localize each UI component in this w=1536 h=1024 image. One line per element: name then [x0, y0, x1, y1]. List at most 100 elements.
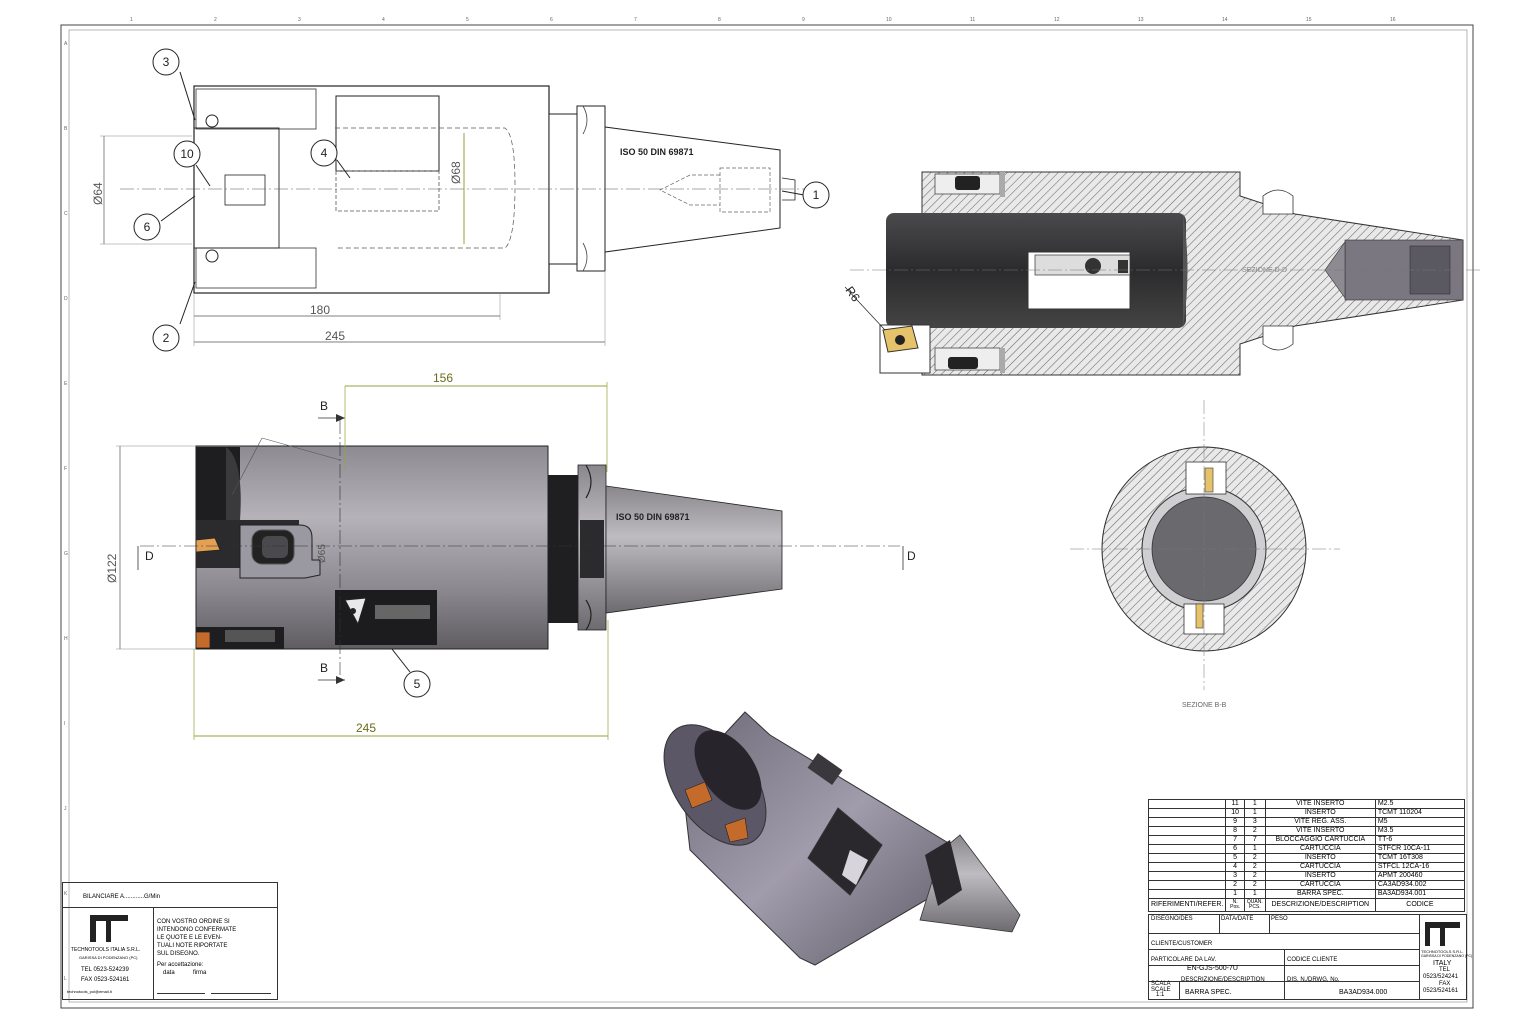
svg-text:Ø68: Ø68 [449, 161, 463, 184]
svg-text:Ø122: Ø122 [105, 553, 119, 583]
bom-blank [1147, 889, 1227, 899]
grid-top-label: 1 [130, 17, 133, 23]
bom-ref: 8 [1225, 826, 1245, 836]
callout-3 [152, 48, 180, 76]
bom-desc: VITE INSERTO [1264, 799, 1376, 809]
tb-country: ITALY [1433, 960, 1452, 967]
bom-blank [1147, 853, 1227, 863]
callout-4 [310, 139, 338, 167]
grid-top-label: 15 [1306, 17, 1312, 23]
bom-code: STFCL 12CA-16 [1374, 862, 1466, 872]
grid-side-label: C [64, 211, 68, 217]
grid-top-label: 9 [802, 17, 805, 23]
tb-dis-no-val: BA3AD934.000 [1339, 989, 1388, 996]
svg-text:B: B [320, 661, 328, 675]
callout-1 [802, 181, 830, 209]
grid-top-label: 11 [970, 17, 975, 23]
bom-code: M5 [1374, 817, 1466, 827]
grid-side-label: F [64, 466, 67, 472]
callout-2 [152, 324, 180, 352]
svg-text:180: 180 [310, 303, 330, 317]
bom-blank [1147, 826, 1227, 836]
tb-data: DATA/DATE [1221, 916, 1254, 922]
bom-ref: 11 [1225, 799, 1245, 809]
tb-descrizione: DESCRIZIONE/DESCRIPTION [1181, 977, 1265, 983]
bom-desc: BARRA SPEC. [1264, 889, 1376, 899]
tb-tel-val: 0523/524241 [1423, 974, 1459, 980]
grid-side-label: K [64, 891, 68, 897]
grid-side-label: H [64, 636, 68, 642]
svg-text:B: B [320, 399, 328, 413]
bom-desc: BLOCCAGGIO CARTUCCIA [1264, 835, 1376, 845]
side-view: ISO 50 DIN 69871 B B D D 156 245 Ø122 Ø6… [105, 371, 916, 740]
bom-blank [1147, 808, 1227, 818]
bom-header-cell: N. Pos. [1225, 898, 1245, 912]
bom-blank [1147, 862, 1227, 872]
acceptance-box: BILANCIARE A............G/Min CON VOSTRO… [62, 882, 278, 1000]
bom-blank [1147, 871, 1227, 881]
tb-scala-val: 1:1 [1156, 992, 1165, 998]
title-block: DISEGNO/DES DATA/DATE PESO CLIENTE/CUSTO… [1148, 914, 1472, 1000]
grid-top-label: 6 [550, 17, 553, 23]
bom-header-cell: CODICE [1374, 898, 1466, 912]
bom-qty: 2 [1243, 826, 1266, 836]
leftbox-company: TECHNOTOOLS ITALIA S.R.L. [71, 947, 141, 953]
bom-blank [1147, 844, 1227, 854]
bom-ref: 7 [1225, 835, 1245, 845]
callout-number: 6 [144, 220, 151, 234]
bom-qty: 7 [1243, 835, 1266, 845]
bom-qty: 2 [1243, 862, 1266, 872]
front-pocket [193, 127, 280, 249]
bom-ref: 9 [1225, 817, 1245, 827]
grid-top-label: 13 [1138, 17, 1144, 23]
svg-text:245: 245 [325, 329, 345, 343]
hidden-bore [335, 127, 516, 249]
tb-fax: FAX [1439, 981, 1451, 987]
isometric-view [663, 711, 1021, 966]
section-dd-view: SEZIONE D-D R6 [843, 171, 1480, 376]
bom-desc: CARTUCCIA [1264, 844, 1376, 854]
tb-peso: PESO [1271, 916, 1288, 922]
callout-6 [133, 213, 161, 241]
grid-top-label: 3 [298, 17, 301, 23]
taper [605, 485, 783, 614]
tb-company: TECHNOTOOLS S.R.L. [1421, 949, 1464, 954]
grid-side-label: E [64, 381, 68, 387]
callout-number: 3 [163, 55, 170, 69]
grid-top-label: 4 [382, 17, 385, 23]
grid-side-label: D [64, 296, 68, 302]
company-logo-right [1425, 922, 1460, 946]
bom-qty: 3 [1243, 817, 1266, 827]
tb-cliente: CLIENTE/CUSTOMER [1151, 941, 1213, 947]
bom-qty: 2 [1243, 853, 1266, 863]
svg-text:156: 156 [433, 371, 453, 385]
bom-desc: INSERTO [1264, 853, 1376, 863]
bom-code: M3.5 [1374, 826, 1466, 836]
tb-particolare: PARTICOLARE DA LAV. [1151, 957, 1217, 963]
grid-side-label: B [64, 126, 68, 132]
callout-number: 1 [813, 188, 820, 202]
bom-qty: 1 [1243, 808, 1266, 818]
grid-side-label: L [64, 976, 67, 982]
bom-ref: 1 [1225, 889, 1245, 899]
grid-side-label: J [64, 806, 67, 812]
bom-desc: INSERTO [1264, 871, 1376, 881]
bom-header-cell: QUAN. PCS. [1243, 898, 1266, 912]
section-dd-label: SEZIONE D-D [1242, 267, 1287, 274]
bom-desc: VITE INSERTO [1264, 826, 1376, 836]
grid-top-label: 10 [886, 17, 892, 23]
tb-disegno: DISEGNO/DES [1151, 916, 1193, 922]
grid-top-label: 5 [466, 17, 469, 23]
taper-label-2: ISO 50 DIN 69871 [616, 512, 690, 522]
